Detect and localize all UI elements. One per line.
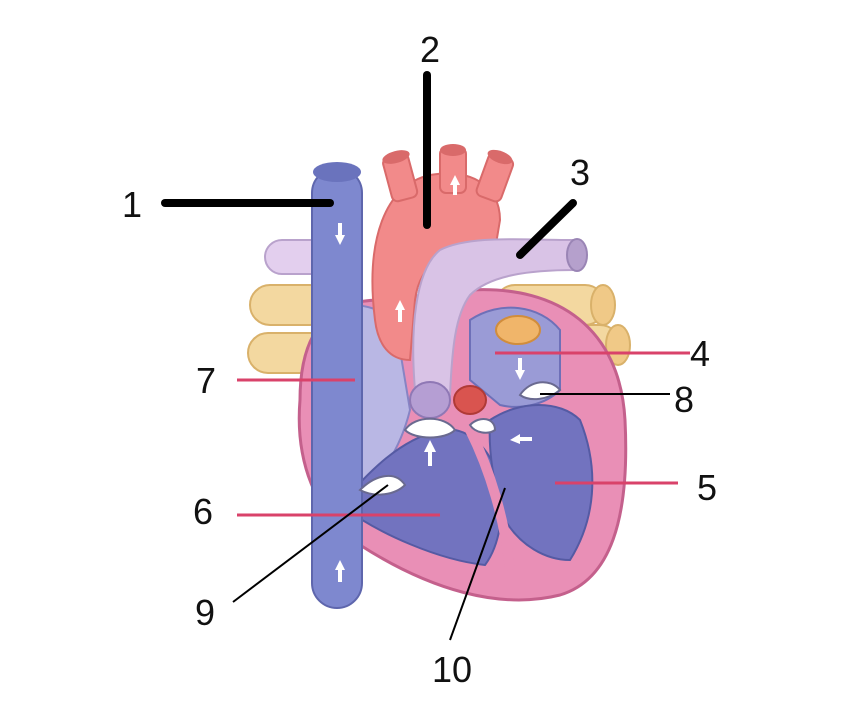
label-6: 6	[193, 491, 213, 532]
label-2: 2	[420, 29, 440, 70]
label-10: 10	[432, 649, 472, 690]
leader-line-10	[449, 487, 506, 641]
label-5: 5	[697, 467, 717, 508]
label-9: 9	[195, 592, 215, 633]
pulmonary-valve	[409, 381, 451, 419]
vena-cava	[311, 162, 363, 609]
label-7: 7	[196, 360, 216, 401]
septum	[465, 427, 515, 571]
label-4: 4	[690, 333, 710, 374]
aortic-valve	[453, 385, 487, 415]
label-1: 1	[122, 184, 142, 225]
leader-line-3	[516, 199, 577, 259]
thin-leader-lines	[232, 393, 670, 641]
red-leader-lines	[237, 351, 690, 517]
leader-line-9	[232, 484, 389, 603]
valve-leaflets	[358, 381, 562, 496]
label-8: 8	[674, 379, 694, 420]
thick-leader-lines	[161, 71, 577, 259]
flow-arrows	[335, 175, 532, 582]
pulmonary-artery-opening	[566, 238, 588, 272]
label-3: 3	[570, 152, 590, 193]
aorta	[371, 144, 515, 362]
pulmonary-vein-opening	[495, 315, 541, 345]
